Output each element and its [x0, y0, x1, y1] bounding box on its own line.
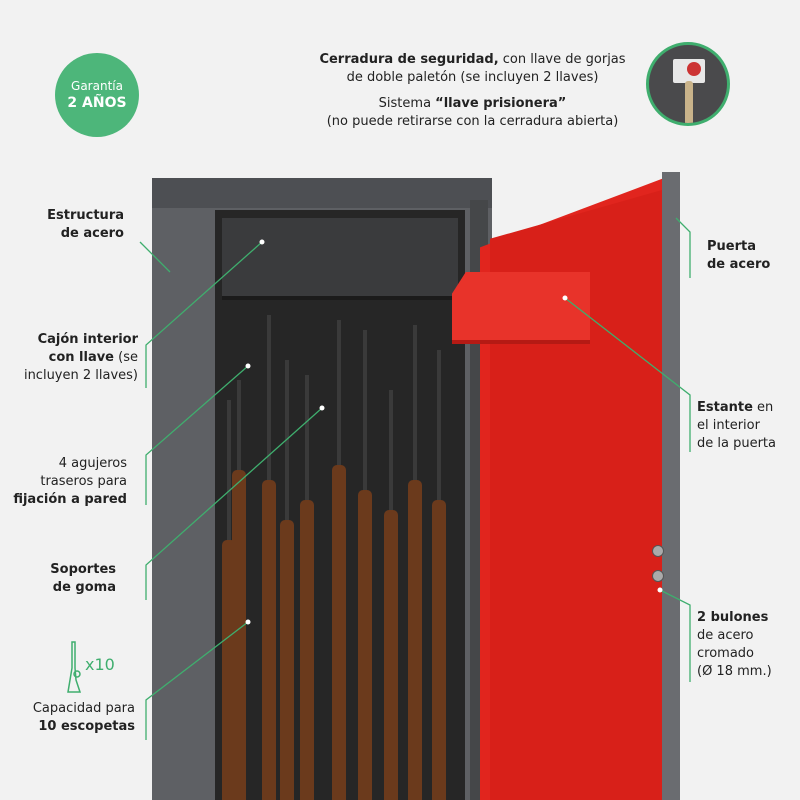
shotgun-stock	[408, 480, 422, 800]
shotgun-stock	[300, 500, 314, 800]
label-text: traseros para	[40, 474, 127, 489]
label-text: de la puerta	[697, 436, 776, 451]
leader-bolts	[659, 589, 691, 682]
label-text: Puerta	[707, 239, 756, 254]
label-drawer: Cajón interior con llave (se incluyen 2 ll…	[24, 331, 138, 385]
label-capacity: Capacidad para 10 escopetas	[33, 700, 135, 736]
label-text: Estructura	[47, 208, 124, 223]
bolt-icon	[652, 545, 664, 557]
warranty-badge: Garantía 2 AÑOS	[55, 53, 139, 137]
label-text: 4 agujeros	[58, 456, 127, 471]
label-text: de acero	[697, 628, 754, 643]
shotgun-barrel	[267, 315, 271, 480]
label-text: Cajón interior	[37, 332, 138, 347]
system-text: Sistema	[378, 96, 436, 111]
door-shelf	[452, 272, 590, 344]
shotgun-stock	[384, 510, 398, 800]
shotgun-barrel	[363, 330, 367, 490]
label-text: Estante	[697, 400, 753, 415]
shotgun-barrel	[389, 390, 393, 510]
leader-structure	[139, 241, 171, 273]
shotgun-stock	[358, 490, 372, 800]
label-door: Puerta de acero	[707, 238, 770, 274]
shotgun-stock	[222, 540, 236, 800]
shotgun-barrel	[305, 375, 309, 500]
lock-title: Cerradura de seguridad,	[319, 52, 499, 67]
label-rubber-supports: Soportes de goma	[50, 561, 116, 597]
label-text: (Ø 18 mm.)	[697, 664, 772, 679]
warranty-label: Garantía	[71, 79, 123, 93]
leader-shelf	[564, 297, 691, 452]
leader-capacity	[145, 621, 249, 740]
label-bolts: 2 bulones de acero cromado (Ø 18 mm.)	[697, 609, 772, 681]
shotgun-barrel	[227, 400, 231, 540]
leader-supports	[145, 407, 323, 600]
leader-drawer	[145, 241, 263, 388]
shotgun-barrel	[437, 350, 441, 500]
label-text: 2 bulones	[697, 610, 769, 625]
shotgun-barrel	[237, 380, 241, 470]
lock-description: Cerradura de seguridad, con llave de gor…	[300, 51, 645, 131]
lock-text-2: de doble paletón (se incluyen 2 llaves)	[346, 70, 599, 85]
system-text-2: (no puede retirarse con la cerradura abi…	[326, 114, 619, 129]
shotgun-stock	[262, 480, 276, 800]
system-title: “llave prisionera”	[435, 96, 567, 111]
label-shelf: Estante en el interior de la puerta	[697, 399, 776, 453]
label-text: (se	[114, 350, 138, 365]
bolt-icon	[652, 570, 664, 582]
label-text: de goma	[52, 580, 116, 595]
shotgun-barrel	[337, 320, 341, 465]
label-text: con llave	[48, 350, 115, 365]
shotgun-stock	[332, 465, 346, 800]
lock-text: con llave de gorjas	[498, 52, 626, 67]
leader-holes	[145, 365, 249, 505]
shotgun-stock	[432, 500, 446, 800]
capacity-count: x10	[85, 655, 115, 674]
label-text: Soportes	[50, 562, 116, 577]
key-icon	[685, 81, 693, 123]
shotgun-stock	[280, 520, 294, 800]
label-text: cromado	[697, 646, 754, 661]
label-text: fijación a pared	[13, 492, 127, 507]
label-text: en	[752, 400, 774, 415]
shotgun-icon	[67, 641, 82, 693]
label-wall-holes: 4 agujeros traseros para fijación a pared	[13, 455, 127, 509]
label-text: Capacidad para	[32, 701, 135, 716]
safe-top	[152, 178, 492, 208]
shotgun-barrel	[413, 325, 417, 480]
label-text: el interior	[697, 418, 760, 433]
label-structure: Estructura de acero	[47, 207, 124, 243]
label-text: incluyen 2 llaves)	[23, 368, 138, 383]
safe-door-frame	[662, 172, 680, 800]
lock-closeup-image	[646, 42, 730, 126]
label-text: de acero	[60, 226, 124, 241]
interior-drawer	[222, 218, 458, 300]
warranty-years: 2 AÑOS	[67, 95, 127, 111]
leader-door	[675, 217, 691, 278]
lock-plate	[673, 59, 705, 83]
label-text: de acero	[707, 257, 771, 272]
label-text: 10 escopetas	[38, 719, 135, 734]
